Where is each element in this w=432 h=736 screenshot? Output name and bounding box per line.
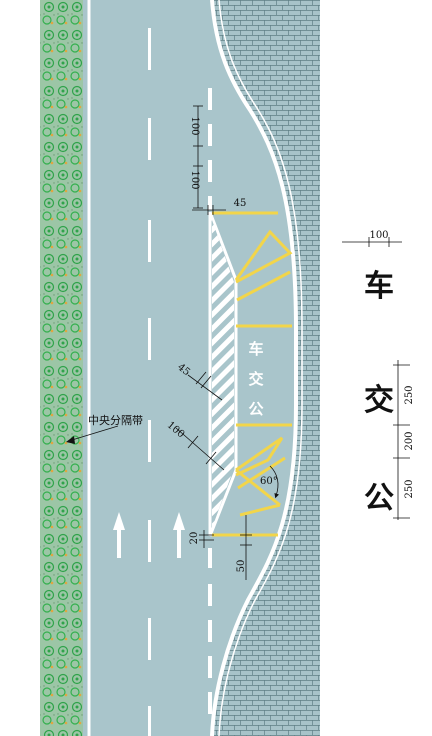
dim-45-left	[187, 371, 223, 401]
lane-arrow-right	[173, 512, 185, 558]
yellow-bay-markings	[212, 211, 293, 537]
angle-arc	[269, 465, 280, 499]
legend-glyph-3: 公	[364, 481, 394, 516]
dim-100-left	[175, 427, 225, 471]
legend-width-dim	[342, 237, 402, 247]
dim-label-100-top: 100	[189, 116, 200, 135]
lane-arrow-left	[113, 512, 125, 558]
bus-lane-text: 车 交 公	[248, 340, 263, 418]
dim-label-50: 50	[236, 560, 247, 573]
bay-entry-dashes	[208, 88, 212, 210]
median-leader-arrow	[66, 436, 75, 444]
dim-label-20: 20	[189, 532, 200, 545]
legend-glyph-2: 交	[364, 383, 394, 418]
hatched-island	[212, 220, 234, 528]
curb-outline	[218, 0, 303, 736]
median-label: 中央分隔带	[88, 414, 143, 427]
legend-height-dims	[393, 360, 410, 520]
bay-edge-line	[208, 211, 238, 537]
bus-char-2: 交	[248, 370, 263, 388]
dim-label-45-top: 45	[234, 198, 247, 209]
median-strip	[40, 0, 83, 736]
dim-100-top	[193, 105, 203, 209]
curb-line	[210, 0, 298, 736]
dim-50	[240, 515, 252, 580]
paving-area	[212, 0, 320, 736]
angle-label: 60°	[260, 476, 278, 487]
legend-height-1: 250	[404, 385, 415, 404]
legend-glyph-1: 车	[364, 269, 394, 304]
legend-gap: 200	[404, 431, 415, 450]
legend-width-label: 100	[369, 230, 388, 241]
dim-label-100-mid: 100	[189, 170, 200, 189]
road-surface	[83, 0, 296, 736]
legend-height-2: 250	[404, 479, 415, 498]
lane-dashed-line	[148, 28, 151, 736]
bus-char-1: 车	[248, 340, 263, 358]
dim-45-top	[192, 205, 226, 215]
median-leader	[71, 425, 119, 441]
bay-exit-dashes	[208, 548, 212, 714]
bus-char-3: 公	[248, 400, 263, 418]
dim-20	[199, 530, 214, 548]
